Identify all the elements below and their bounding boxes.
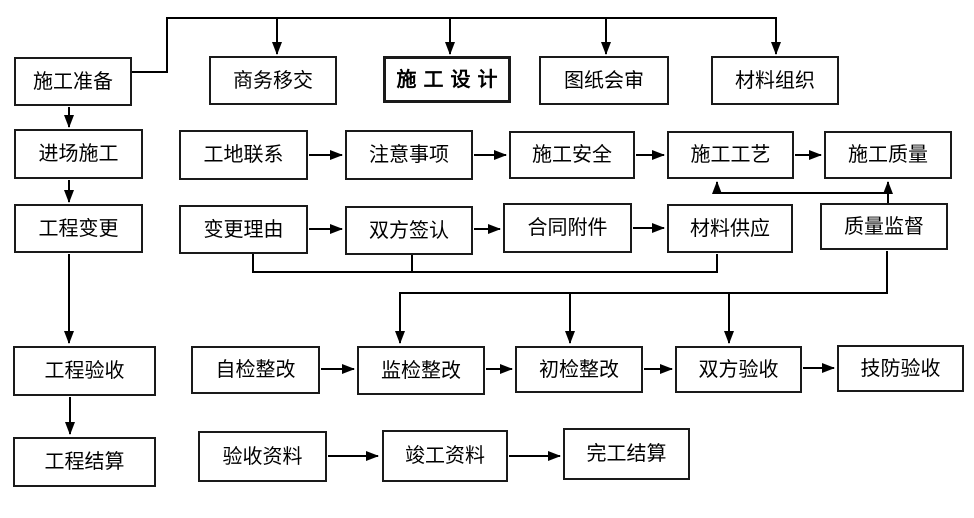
edge-jiandu-to-gongyi xyxy=(712,181,888,194)
flow-node-biangeng-liyou: 变更理由 xyxy=(179,205,308,254)
flow-node-jinchang-shigong: 进场施工 xyxy=(14,129,143,179)
flow-node-label: 技防验收 xyxy=(860,357,941,380)
flow-node-zijian-zhenggai: 自检整改 xyxy=(191,346,320,394)
edge-top-trunk xyxy=(132,17,781,73)
flow-node-label: 合同附件 xyxy=(527,217,608,239)
flow-node-wangong-jiesuan: 完工结算 xyxy=(563,428,690,480)
flow-node-label: 施工设计 xyxy=(396,68,505,91)
edge-bus-change-docs xyxy=(252,254,718,273)
flow-node-label: 材料组织 xyxy=(735,69,815,92)
flow-node-label: 施工准备 xyxy=(33,70,113,93)
flow-node-label: 验收资料 xyxy=(222,445,303,468)
flow-node-jungong-ziliao: 竣工资料 xyxy=(382,430,508,482)
flow-node-zhiliang-jiandu: 质量监督 xyxy=(820,203,948,250)
flow-node-cailiao-zuzhi: 材料组织 xyxy=(711,56,839,105)
flow-node-hetong-fujian: 合同附件 xyxy=(503,203,632,253)
flow-node-label: 图纸会审 xyxy=(564,69,644,92)
flow-node-gongdi-lianxi: 工地联系 xyxy=(179,130,308,180)
flow-node-label: 质量监督 xyxy=(844,215,924,238)
flow-node-label: 工地联系 xyxy=(203,144,284,166)
flow-node-label: 施工安全 xyxy=(532,144,612,166)
flow-node-zhuyi-shixiang: 注意事项 xyxy=(345,130,473,180)
flow-node-shigong-anquan: 施工安全 xyxy=(509,131,635,179)
flow-node-label: 变更理由 xyxy=(203,218,284,241)
flow-node-jianjian-zhenggai: 监检整改 xyxy=(357,346,485,395)
flow-node-jifang-yanshou: 技防验收 xyxy=(837,345,964,392)
flow-node-shuangfang-yanshou: 双方验收 xyxy=(675,346,802,393)
flow-node-shigong-zhiliang: 施工质量 xyxy=(824,131,952,179)
flow-node-label: 双方签认 xyxy=(369,219,449,242)
flow-node-label: 完工结算 xyxy=(586,443,667,465)
flow-node-shangwu-yijiao: 商务移交 xyxy=(209,56,337,105)
flow-node-chujian-zhenggai: 初检整改 xyxy=(515,346,643,393)
flow-node-label: 自检整改 xyxy=(215,359,296,381)
edge-jiandu-to-jianjian xyxy=(395,251,888,344)
flow-node-label: 施工质量 xyxy=(848,144,928,166)
flow-node-yanshou-ziliao: 验收资料 xyxy=(198,431,327,482)
flow-node-label: 工程结算 xyxy=(44,451,125,473)
flow-node-gongcheng-biangeng: 工程变更 xyxy=(14,204,143,253)
flow-node-gongcheng-jiesuan: 工程结算 xyxy=(13,437,156,487)
flow-node-tuzhi-huishen: 图纸会审 xyxy=(539,56,669,105)
flow-node-label: 监检整改 xyxy=(381,359,461,382)
flow-node-cailiao-gongying: 材料供应 xyxy=(667,204,793,253)
flow-node-gongcheng-yanshou: 工程验收 xyxy=(13,346,156,396)
flow-node-label: 进场施工 xyxy=(38,143,119,165)
flow-node-label: 材料供应 xyxy=(690,217,770,240)
flow-node-label: 注意事项 xyxy=(369,144,449,166)
flow-node-shigong-gongyi: 施工工艺 xyxy=(667,131,794,179)
flow-node-shigong-zhunbei: 施工准备 xyxy=(14,57,132,106)
flow-node-shuangfang-qianren: 双方签认 xyxy=(345,206,473,255)
flow-node-label: 初检整改 xyxy=(539,358,619,381)
flow-node-label: 商务移交 xyxy=(233,69,313,92)
flow-node-label: 双方验收 xyxy=(698,358,779,381)
flow-node-label: 工程验收 xyxy=(44,360,125,382)
flow-node-label: 工程变更 xyxy=(38,217,119,240)
flow-node-shigong-sheji: 施工设计 xyxy=(383,56,511,103)
flow-node-label: 竣工资料 xyxy=(405,445,485,467)
flow-node-label: 施工工艺 xyxy=(690,144,771,166)
